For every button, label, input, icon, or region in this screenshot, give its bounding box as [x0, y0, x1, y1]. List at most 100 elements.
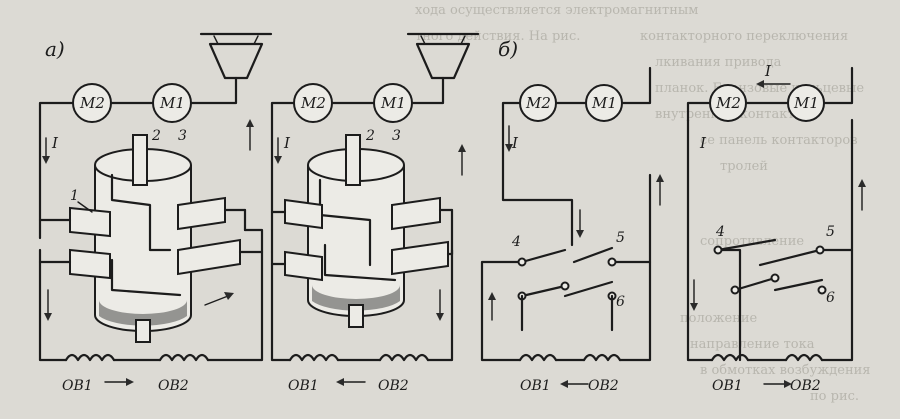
wire-box-right-bottom: [820, 248, 854, 362]
motor-m1-label: M1: [793, 94, 819, 112]
motor-m2-label: M2: [300, 94, 326, 112]
switch-blade: [520, 248, 567, 264]
current-label: I: [511, 134, 519, 152]
contact-point: [817, 285, 827, 295]
current-arrow: [763, 380, 792, 388]
switch-blade: [716, 238, 777, 252]
drum-shaft-top: [132, 134, 148, 186]
switch-blade: [572, 246, 614, 264]
contact-6-label: 6: [616, 294, 625, 310]
motor-m2-label: M2: [525, 94, 551, 112]
contact-5-label: 5: [616, 230, 625, 246]
motor-m2-label: M2: [79, 94, 105, 112]
switch-blade: [758, 248, 822, 267]
wire-right: [426, 248, 454, 362]
part-1-label: 1: [70, 188, 79, 204]
current-arrow: [576, 209, 584, 238]
drum-shaft-top: [345, 134, 361, 186]
drum-shaft-bottom: [348, 304, 364, 328]
wire-left: [686, 101, 714, 362]
circuit-a2: M2 M1 ОВ1 ОВ2: [270, 32, 480, 394]
contact-4-label: 4: [511, 234, 521, 250]
bleed-text-line: се панель контакторов: [700, 133, 858, 148]
pantograph-icon: [199, 32, 273, 80]
part-3-label: 3: [392, 128, 401, 144]
wire-right: [206, 228, 264, 362]
current-arrow: [204, 292, 234, 306]
wire-up: [620, 66, 652, 105]
wire-box-right-bottom: [618, 260, 652, 362]
drum-body: [307, 165, 405, 317]
wire-left: [38, 101, 75, 240]
motor-m1-label: M1: [591, 94, 617, 112]
contact-point: [815, 245, 825, 255]
winding-ob1-label: ОВ1: [62, 378, 93, 394]
contact-fingers-right: [391, 196, 454, 276]
winding-ob2-label: ОВ2: [790, 378, 821, 394]
current-arrow: [656, 174, 664, 206]
wire-box-right: [610, 173, 652, 264]
current-label: I: [764, 62, 772, 80]
contact-point: [607, 257, 617, 267]
winding-ob2-label: ОВ2: [378, 378, 409, 394]
current-label: I: [51, 134, 59, 152]
contact-4-label: 4: [715, 224, 725, 240]
drum-segment: [318, 178, 372, 267]
current-arrow: [274, 137, 282, 164]
current-arrow: [42, 137, 50, 164]
drum-segment: [110, 258, 182, 297]
contact-point: [770, 273, 780, 283]
motor-m1-label: M1: [380, 94, 406, 112]
contact-fingers-left: [38, 206, 111, 280]
winding-ob2-label: ОВ2: [158, 378, 189, 394]
winding-ob1-label: ОВ1: [712, 378, 743, 394]
bleed-text-line: положение: [680, 311, 758, 326]
drum-segment: [110, 173, 172, 252]
switch-blade: [773, 278, 824, 292]
panel-a-label: а): [45, 37, 65, 61]
contact-6-label: 6: [826, 290, 835, 306]
motor-m1-label: M1: [159, 94, 185, 112]
wire-box-left: [716, 248, 742, 362]
winding-ob2: [158, 353, 210, 362]
current-arrow: [458, 144, 466, 176]
winding-ob2-label: ОВ2: [588, 378, 619, 394]
drum-shaft-bottom: [135, 319, 151, 343]
winding-ob2: [784, 353, 824, 362]
switch-blade: [520, 284, 567, 298]
winding-ob1-label: ОВ1: [520, 378, 551, 394]
current-arrow: [246, 119, 254, 151]
wire-box-left: [480, 260, 524, 362]
contact-point: [517, 257, 527, 267]
drum-body: [94, 165, 192, 332]
contact-point: [560, 281, 570, 291]
wire-left: [270, 101, 296, 362]
current-arrow: [44, 289, 52, 321]
pantograph-icon: [406, 32, 480, 80]
bleed-text-line: тролей: [720, 159, 768, 174]
contact-fingers-left: [270, 198, 323, 282]
wire-to-pantograph: [410, 76, 445, 105]
leader-line: [77, 201, 93, 213]
contact-point: [713, 245, 723, 255]
part-3-label: 3: [178, 128, 187, 144]
bleed-through-text: хода осуществляется электромагнитным тно…: [415, 3, 870, 404]
wire-left-to-switch: [501, 101, 574, 247]
bleed-text-line: контакторного переключения: [640, 29, 848, 44]
bleed-text-line: направление тока: [690, 337, 815, 352]
current-arrow: [436, 289, 444, 321]
contact-5-label: 5: [826, 224, 835, 240]
winding-ob1: [710, 353, 750, 362]
switch-blade: [733, 276, 777, 292]
current-arrow: [336, 378, 366, 386]
current-arrow: [505, 125, 513, 152]
current-arrow: [560, 380, 589, 388]
circuit-b1: M2 M1 I 4 5 6 ОВ1 ОВ2: [480, 66, 664, 394]
drum-shade: [99, 300, 187, 326]
winding-ob1-label: ОВ1: [288, 378, 319, 394]
contact-point: [730, 285, 740, 295]
drum-segment: [323, 243, 397, 282]
part-2-label: 2: [365, 128, 375, 144]
part-2-label: 2: [151, 128, 161, 144]
